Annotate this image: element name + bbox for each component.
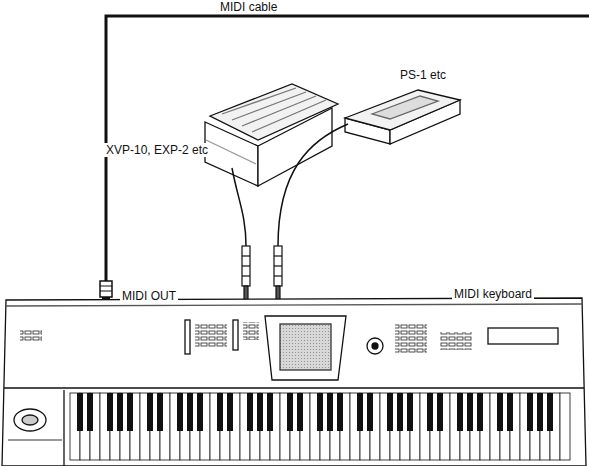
- black-key: [127, 393, 133, 431]
- key-bed: [70, 393, 570, 460]
- black-key: [157, 393, 163, 431]
- device-label: MIDI keyboard: [452, 287, 534, 301]
- midi-plug: [100, 281, 112, 302]
- port-label: MIDI OUT: [120, 289, 178, 303]
- pedal-label: XVP-10, EXP-2 etc: [104, 143, 210, 157]
- black-key: [467, 393, 473, 431]
- black-key: [197, 393, 203, 431]
- expression-pedal: [205, 84, 338, 186]
- cable-label: MIDI cable: [218, 0, 279, 14]
- black-key: [257, 393, 263, 431]
- black-key: [397, 393, 403, 431]
- black-key: [287, 393, 293, 431]
- black-key: [527, 393, 533, 431]
- black-key: [507, 393, 513, 431]
- pedal-cable: [232, 168, 246, 246]
- black-key: [87, 393, 93, 431]
- black-key: [107, 393, 113, 431]
- black-key: [267, 393, 273, 431]
- pedal-label: PS-1 etc: [398, 68, 448, 82]
- black-key: [77, 393, 83, 431]
- white-key: [560, 393, 570, 460]
- black-key: [497, 393, 503, 431]
- black-key: [317, 393, 323, 431]
- black-key: [227, 393, 233, 431]
- black-key: [477, 393, 483, 431]
- black-key: [357, 393, 363, 431]
- black-key: [367, 393, 373, 431]
- black-key: [337, 393, 343, 431]
- black-key: [177, 393, 183, 431]
- black-key: [437, 393, 443, 431]
- footswitch-cable: [278, 124, 348, 246]
- black-key: [327, 393, 333, 431]
- black-key: [537, 393, 543, 431]
- black-key: [297, 393, 303, 431]
- footswitch: [345, 90, 460, 144]
- phone-plug: [242, 246, 250, 300]
- phone-plug: [274, 246, 282, 300]
- black-key: [247, 393, 253, 431]
- black-key: [187, 393, 193, 431]
- black-key: [147, 393, 153, 431]
- black-key: [217, 393, 223, 431]
- black-key: [427, 393, 433, 431]
- black-key: [547, 393, 553, 431]
- black-key: [387, 393, 393, 431]
- midi-keyboard: [2, 298, 586, 466]
- black-key: [457, 393, 463, 431]
- black-key: [117, 393, 123, 431]
- black-key: [407, 393, 413, 431]
